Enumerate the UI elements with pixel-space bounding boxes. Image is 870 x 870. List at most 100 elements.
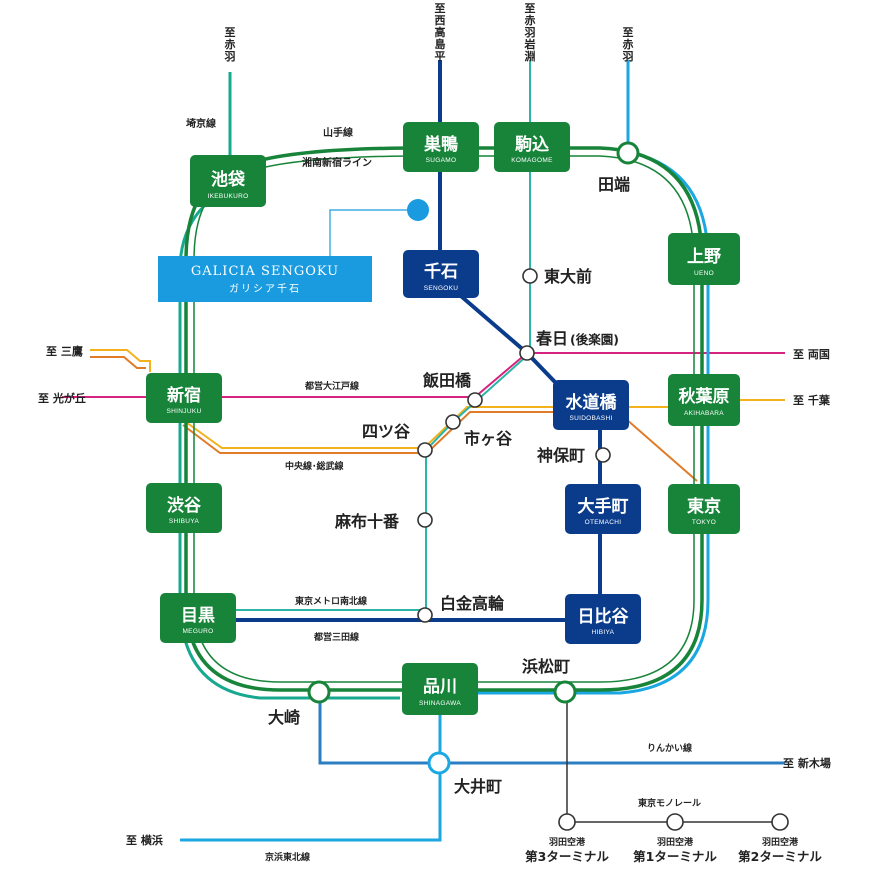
label-oimachi: 大井町 bbox=[454, 777, 502, 796]
label-osaki: 大崎 bbox=[268, 708, 300, 727]
label-yotsuya: 四ツ谷 bbox=[362, 422, 411, 441]
station-dot-shirokanetakanawa bbox=[417, 607, 433, 623]
svg-text:駒込: 駒込 bbox=[515, 134, 549, 155]
station-dot-haneda1 bbox=[666, 813, 684, 831]
station-komagome: 駒込 KOMAGOME bbox=[494, 122, 570, 172]
label-haneda1: 第1ターミナル bbox=[633, 849, 717, 864]
svg-text:巣鴨: 巣鴨 bbox=[423, 134, 458, 155]
galicia-connector bbox=[329, 209, 418, 256]
dest-top-akabaneiwabuchi: 至赤羽岩淵 bbox=[524, 2, 536, 63]
station-dot-tabata bbox=[616, 141, 640, 165]
svg-text:上野: 上野 bbox=[687, 247, 721, 267]
svg-text:日比谷: 日比谷 bbox=[578, 606, 630, 627]
label-haneda3-top: 羽田空港 bbox=[549, 836, 586, 848]
svg-text:SHINAGAWA: SHINAGAWA bbox=[419, 700, 461, 707]
label-todaimae: 東大前 bbox=[544, 267, 592, 286]
label-haneda3: 第3ターミナル bbox=[525, 849, 609, 864]
svg-text:OTEMACHI: OTEMACHI bbox=[585, 519, 622, 526]
sobu-line bbox=[90, 356, 698, 482]
station-sengoku: 千石 SENGOKU bbox=[403, 250, 479, 298]
station-shinagawa: 品川 SHINAGAWA bbox=[402, 663, 478, 715]
dest-yokohama: 至 横浜 bbox=[126, 833, 163, 847]
line-label-chuo-sobu: 中央線･総武線 bbox=[285, 460, 344, 472]
dest-hikarigaoka: 至 光が丘 bbox=[38, 391, 86, 405]
svg-text:目黒: 目黒 bbox=[181, 606, 215, 626]
station-shibuya: 渋谷 SHIBUYA bbox=[146, 483, 222, 533]
svg-text:東京: 東京 bbox=[687, 496, 721, 517]
line-label-namboku: 東京メトロ南北線 bbox=[295, 595, 367, 607]
station-dot-jimbocho bbox=[595, 447, 611, 463]
dest-top-nishitakashimadaira: 至西高島平 bbox=[435, 2, 446, 63]
dest-shinkiba: 至 新木場 bbox=[783, 756, 831, 770]
station-suidobashi: 水道橋 SUIDOBASHI bbox=[553, 380, 629, 430]
svg-text:HIBIYA: HIBIYA bbox=[592, 629, 615, 636]
svg-text:AKIHABARA: AKIHABARA bbox=[684, 410, 724, 417]
label-hamamatsucho: 浜松町 bbox=[522, 657, 570, 676]
line-label-saikyo: 埼京線 bbox=[186, 117, 216, 130]
namboku-line bbox=[236, 60, 531, 611]
label-jimbocho: 神保町 bbox=[537, 446, 585, 465]
station-tokyo: 東京 TOKYO bbox=[668, 484, 740, 534]
label-ichigaya: 市ヶ谷 bbox=[464, 429, 513, 448]
label-azabujuban: 麻布十番 bbox=[334, 512, 400, 531]
station-dot-azabujuban bbox=[417, 512, 433, 528]
line-label-oedo: 都営大江戸線 bbox=[304, 380, 359, 392]
dest-top-akabane-right: 至赤羽 bbox=[623, 26, 634, 63]
svg-text:水道橋: 水道橋 bbox=[566, 392, 618, 413]
rinkai-line bbox=[318, 692, 785, 765]
svg-text:大手町: 大手町 bbox=[578, 496, 629, 517]
svg-text:MEGURO: MEGURO bbox=[182, 628, 213, 635]
svg-text:秋葉原: 秋葉原 bbox=[679, 386, 730, 407]
station-dot-haneda3 bbox=[558, 813, 576, 831]
galicia-location-dot bbox=[407, 199, 429, 221]
label-kasuga: 春日 bbox=[535, 329, 568, 348]
label-haneda2-top: 羽田空港 bbox=[762, 836, 799, 848]
line-label-mita: 都営三田線 bbox=[313, 631, 359, 643]
station-hibiya: 日比谷 HIBIYA bbox=[565, 594, 641, 644]
galicia-name-jp: ガリシア千石 bbox=[229, 283, 301, 295]
station-ikebukuro: 池袋 IKEBUKURO bbox=[190, 155, 266, 207]
oedo-line bbox=[62, 352, 785, 398]
label-shirokanetakanawa: 白金高輪 bbox=[440, 594, 505, 613]
dest-ryogoku: 至 両国 bbox=[793, 348, 830, 361]
label-kasuga-sub: (後楽園) bbox=[570, 332, 619, 347]
svg-text:SUGAMO: SUGAMO bbox=[426, 157, 457, 164]
galicia-name-en: GALICIA SENGOKU bbox=[191, 264, 339, 279]
station-akihabara: 秋葉原 AKIHABARA bbox=[668, 374, 740, 426]
station-dot-iidabashi bbox=[467, 392, 483, 408]
line-label-rinkai: りんかい線 bbox=[647, 742, 692, 754]
svg-text:渋谷: 渋谷 bbox=[167, 495, 202, 516]
dest-chiba: 至 千葉 bbox=[793, 393, 831, 407]
station-shinjuku: 新宿 SHINJUKU bbox=[146, 373, 222, 423]
svg-text:池袋: 池袋 bbox=[211, 169, 246, 190]
station-dot-haneda2 bbox=[771, 813, 789, 831]
label-tabata: 田端 bbox=[598, 175, 630, 194]
galicia-box: GALICIA SENGOKU ガリシア千石 bbox=[158, 256, 372, 302]
station-sugamo: 巣鴨 SUGAMO bbox=[403, 122, 479, 172]
line-label-monorail: 東京モノレール bbox=[638, 797, 701, 809]
svg-text:SHIBUYA: SHIBUYA bbox=[169, 518, 200, 525]
dest-top-akabane-left: 至赤羽 bbox=[225, 26, 236, 63]
label-haneda2: 第2ターミナル bbox=[738, 849, 822, 864]
station-dot-osaki bbox=[307, 680, 331, 704]
svg-text:UENO: UENO bbox=[694, 270, 714, 277]
svg-text:新宿: 新宿 bbox=[167, 385, 201, 406]
station-dot-oimachi bbox=[427, 751, 451, 775]
station-ueno: 上野 UENO bbox=[668, 233, 740, 285]
svg-text:千石: 千石 bbox=[424, 262, 458, 282]
svg-text:IKEBUKURO: IKEBUKURO bbox=[208, 193, 249, 200]
svg-text:SENGOKU: SENGOKU bbox=[424, 285, 459, 292]
station-otemachi: 大手町 OTEMACHI bbox=[565, 484, 641, 534]
line-label-shonan: 湘南新宿ライン bbox=[302, 156, 372, 169]
station-meguro: 目黒 MEGURO bbox=[160, 593, 236, 643]
svg-text:TOKYO: TOKYO bbox=[692, 519, 716, 526]
label-haneda1-top: 羽田空港 bbox=[657, 836, 694, 848]
station-dot-hamamatsucho bbox=[553, 680, 577, 704]
svg-text:SUIDOBASHI: SUIDOBASHI bbox=[569, 415, 612, 422]
svg-text:SHINJUKU: SHINJUKU bbox=[167, 408, 202, 415]
svg-text:KOMAGOME: KOMAGOME bbox=[511, 157, 553, 164]
dest-mitaka: 至 三鷹 bbox=[46, 344, 83, 358]
line-label-yamanote: 山手線 bbox=[323, 126, 353, 139]
line-label-keihin: 京浜東北線 bbox=[265, 851, 310, 863]
station-dot-todaimae bbox=[522, 268, 538, 284]
